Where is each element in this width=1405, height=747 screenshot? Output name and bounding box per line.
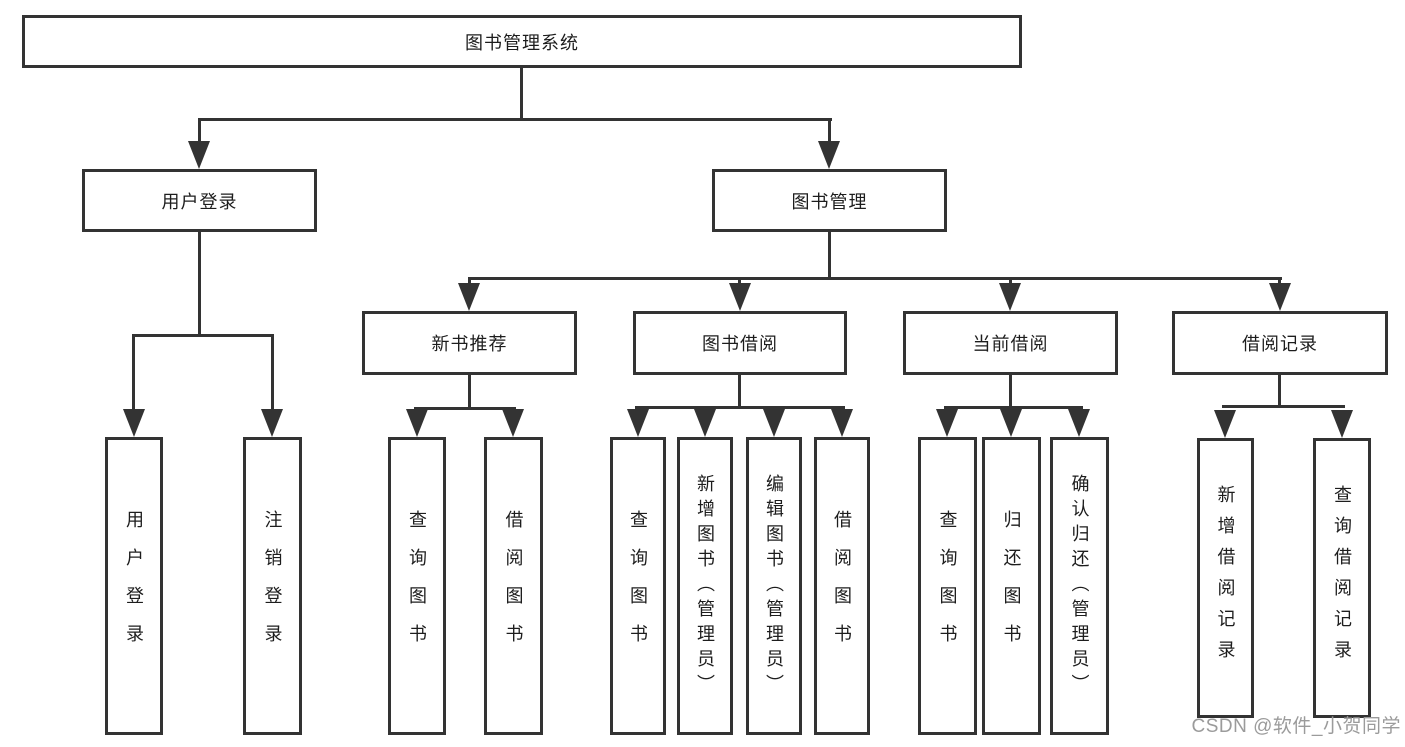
leaf-logout-label: 注销登录: [262, 510, 283, 662]
connector-current-borrow-drop: [1009, 277, 1012, 286]
leaf-user-login: 用户登录: [105, 437, 163, 735]
arrow-down-icon: [502, 409, 524, 437]
arrow-down-icon: [999, 283, 1021, 311]
node-new-book-recommend: 新书推荐: [362, 311, 577, 375]
node-root: 图书管理系统: [22, 15, 1022, 68]
node-borrow-records-label: 借阅记录: [1242, 334, 1318, 354]
leaf-newbook-query-books: 查询图书: [388, 437, 446, 735]
leaf-current-return-books: 归还图书: [982, 437, 1041, 735]
leaf-borrow-borrow-books: 借阅图书: [814, 437, 870, 735]
arrow-down-icon: [261, 409, 283, 437]
node-book-borrow: 图书借阅: [633, 311, 847, 375]
node-new-book-recommend-label: 新书推荐: [431, 334, 508, 354]
arrow-down-icon: [818, 141, 840, 169]
arrow-down-icon: [123, 409, 145, 437]
connector-book-mgmt-stem: [828, 232, 831, 277]
connector-logout-drop: [271, 334, 274, 410]
arrow-down-icon: [1331, 410, 1353, 438]
leaf-newbook-borrow-books: 借阅图书: [484, 437, 543, 735]
arrow-down-icon: [458, 283, 480, 311]
node-borrow-records: 借阅记录: [1172, 311, 1388, 375]
node-current-borrow-label: 当前借阅: [972, 334, 1049, 354]
connector-root-stem: [520, 68, 523, 118]
leaf-borrow-add-books-admin-label: 新增图书（管理员）: [695, 473, 715, 699]
connector-borrow-records-drop: [1278, 277, 1281, 286]
connector-book-borrow-stem: [738, 375, 741, 406]
connector-borrow-records-rail: [1222, 405, 1345, 408]
arrow-down-icon: [936, 409, 958, 437]
node-root-label: 图书管理系统: [465, 32, 579, 53]
leaf-current-confirm-return-admin-label: 确认归还（管理员）: [1069, 473, 1090, 699]
leaf-current-query-books: 查询图书: [918, 437, 977, 735]
leaf-user-login-label: 用户登录: [124, 510, 144, 662]
arrow-down-icon: [1068, 409, 1090, 437]
connector-user-login-stem: [198, 232, 201, 334]
connector-book-mgmt-drop: [828, 118, 831, 144]
connector-level3-rail: [468, 277, 1282, 280]
arrow-down-icon: [694, 409, 716, 437]
arrow-down-icon: [1000, 409, 1022, 437]
node-book-management-label: 图书管理: [791, 191, 868, 212]
leaf-newbook-borrow-books-label: 借阅图书: [503, 510, 524, 662]
leaf-current-confirm-return-admin: 确认归还（管理员）: [1050, 437, 1109, 735]
arrow-down-icon: [627, 409, 649, 437]
leaf-borrow-add-books-admin: 新增图书（管理员）: [677, 437, 733, 735]
node-book-borrow-label: 图书借阅: [702, 334, 778, 354]
leaf-borrow-query-books-label: 查询图书: [628, 510, 648, 662]
node-user-login: 用户登录: [82, 169, 317, 232]
node-current-borrow: 当前借阅: [903, 311, 1118, 375]
connector-current-borrow-stem: [1009, 375, 1012, 406]
leaf-records-query-record: 查询借阅记录: [1313, 438, 1371, 718]
leaf-records-query-record-label: 查询借阅记录: [1332, 485, 1352, 671]
connector-new-books-stem: [468, 375, 471, 407]
connector-book-borrow-rail: [635, 406, 845, 409]
leaf-borrow-edit-books-admin-label: 编辑图书（管理员）: [764, 473, 784, 699]
arrow-down-icon: [763, 409, 785, 437]
leaf-borrow-edit-books-admin: 编辑图书（管理员）: [746, 437, 802, 735]
connector-new-books-rail: [414, 407, 516, 410]
arrow-down-icon: [406, 409, 428, 437]
connector-borrow-records-stem: [1278, 375, 1281, 405]
leaf-records-add-record: 新增借阅记录: [1197, 438, 1254, 718]
leaf-borrow-borrow-books-label: 借阅图书: [832, 510, 852, 662]
leaf-current-return-books-label: 归还图书: [1001, 510, 1022, 662]
csdn-watermark: CSDN @软件_小贺同学: [1191, 716, 1401, 737]
leaf-newbook-query-books-label: 查询图书: [407, 510, 427, 662]
connector-user-login-drop: [198, 118, 201, 144]
arrow-down-icon: [729, 283, 751, 311]
connector-login-drop: [132, 334, 135, 410]
leaf-records-add-record-label: 新增借阅记录: [1215, 485, 1236, 671]
leaf-logout: 注销登录: [243, 437, 302, 735]
arrow-down-icon: [1269, 283, 1291, 311]
leaf-borrow-query-books: 查询图书: [610, 437, 666, 735]
arrow-down-icon: [1214, 410, 1236, 438]
leaf-current-query-books-label: 查询图书: [937, 510, 958, 662]
connector-user-login-rail: [132, 334, 274, 337]
arrow-down-icon: [831, 409, 853, 437]
connector-level2-rail: [198, 118, 832, 121]
node-user-login-label: 用户登录: [161, 191, 238, 212]
node-book-management: 图书管理: [712, 169, 947, 232]
arrow-down-icon: [188, 141, 210, 169]
connector-new-books-drop: [468, 277, 471, 286]
connector-current-borrow-rail: [944, 406, 1083, 409]
connector-book-borrow-drop: [738, 277, 741, 286]
